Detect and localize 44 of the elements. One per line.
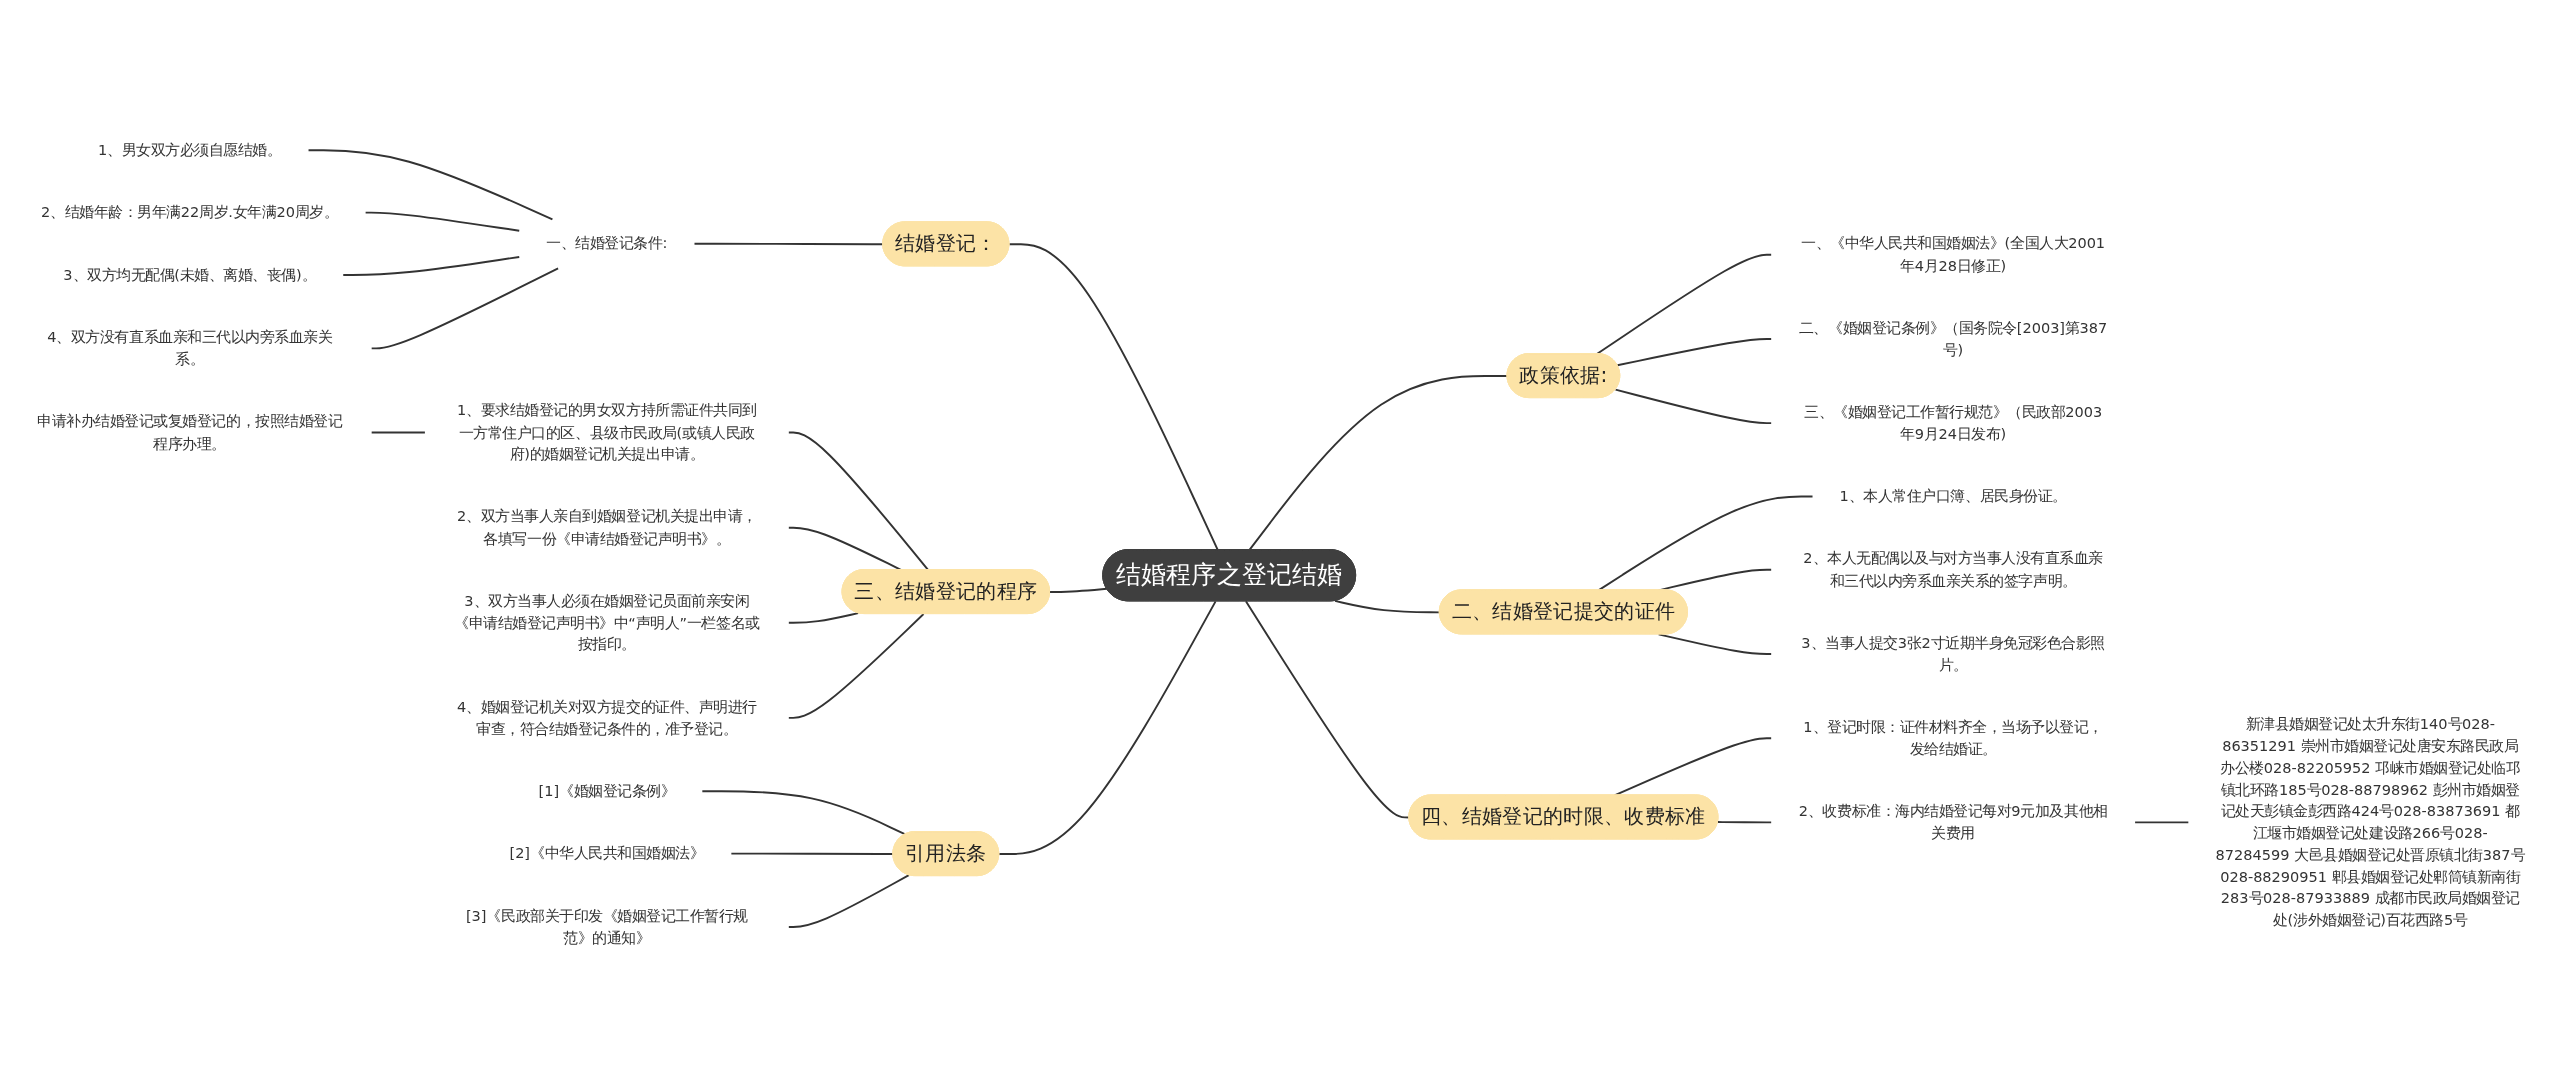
connector <box>370 267 560 350</box>
node-text: [3]《民政部关于印发《婚姻登记工作暂行规范》的通知》 <box>465 907 748 947</box>
connector <box>701 790 907 836</box>
node-text: 1、本人常住户口簿、居民身份证。 <box>1839 487 2067 505</box>
connector <box>1248 375 1509 551</box>
node-text: 1、登记时限：证件材料齐全，当场予以登记，发给结婚证。 <box>1803 718 2103 758</box>
connector <box>370 431 426 434</box>
connector <box>787 613 925 719</box>
connector <box>787 874 910 928</box>
node-text: 二、《婚姻登记条例》（国务院令[2003]第387号) <box>1798 319 2108 359</box>
connector <box>1657 633 1773 655</box>
node-text: 3、双方均无配偶(未婚、离婚、丧偶)。 <box>63 266 317 284</box>
connector <box>1008 243 1219 551</box>
connector <box>1597 495 1814 592</box>
node-text: 2、本人无配偶以及与对方当事人没有直系血亲和三代以内旁系血亲关系的签字声明。 <box>1803 549 2103 590</box>
connector <box>998 600 1217 856</box>
node-text: 4、婚姻登记机关对双方提交的证件、声明进行审查，符合结婚登记条件的，准予登记。 <box>457 698 757 738</box>
node-text: 3、当事人提交3张2寸近期半身免冠彩色合影照片。 <box>1801 634 2105 674</box>
node-text: 1、要求结婚登记的男女双方持所需证件共同到一方常住户口的区、县级市民政局(或镇人民政府)的婚姻登记机关提出申请。 <box>457 401 757 463</box>
node-text: 一、《中华人民共和国婚姻法》(全国人大2001年4月28日修正) <box>1801 234 2106 275</box>
node-text: [1]《婚姻登记条例》 <box>538 782 676 800</box>
connector <box>1334 599 1441 614</box>
connector <box>1616 337 1773 367</box>
connector <box>342 256 521 277</box>
node-text: 2、收费标准：海内结婚登记每对9元加及其他相关费用 <box>1798 802 2108 842</box>
connector <box>364 211 521 232</box>
node-text: 一、结婚登记条件: <box>546 234 668 253</box>
connector <box>1595 253 1773 356</box>
connector <box>2134 821 2190 824</box>
connector <box>307 149 554 221</box>
node-text: 三、《婚姻登记工作暂行规范》（民政部2003年9月24日发布) <box>1803 403 2103 443</box>
connector <box>1049 587 1108 593</box>
node-text: 4、双方没有直系血亲和三代以内旁系血亲关系。 <box>47 328 333 368</box>
connector <box>1716 821 1773 824</box>
node-text: 2、结婚年龄：男年满22周岁.女年满20周岁。 <box>40 203 339 222</box>
connector <box>1614 388 1773 425</box>
node-text: [2]《中华人民共和国婚姻法》 <box>509 844 705 863</box>
connector <box>787 431 930 571</box>
node-text: 1、男女双方必须自愿结婚。 <box>97 141 282 159</box>
node-text: 新津县婚姻登记处太升东街140号028-86351291 崇州市婚姻登记处唐安东路民政局办公楼028-82205952 邛崃市婚姻登记处临邛镇北环路185号028-88798962 彭州市婚姻登记处天彭镇金彭西路424号028-83873691 都江堰市婚姻登记处建设路266号028-87284599 大邑县婚姻登记处晋原镇北街387号028-88290951 郫县婚姻登记处郫筒镇新南街283号028-87933889 成都市民政局婚姻登记处(涉外婚姻登记)百花西路5号 <box>2215 715 2526 929</box>
connector <box>787 612 860 624</box>
node-text: 申请补办结婚登记或复婚登记的，按照结婚登记程序办理。 <box>37 412 343 452</box>
node-text: 3、双方当事人必须在婚姻登记员面前亲安闲《申请结婚登记声明书》中“声明人”一栏签名或按指印。 <box>454 592 760 654</box>
node-text: 2、双方当事人亲自到婚姻登记机关提出申请，各填写一份《申请结婚登记声明书》。 <box>457 507 757 548</box>
